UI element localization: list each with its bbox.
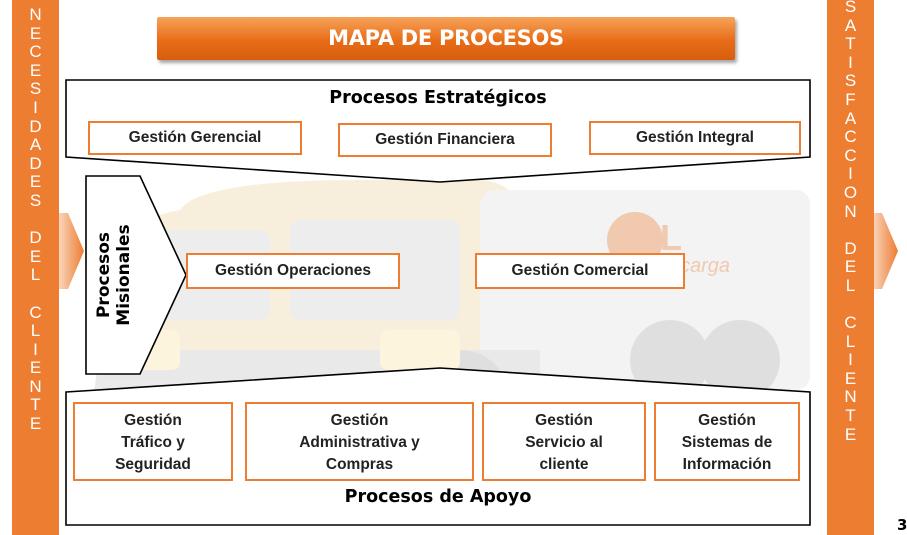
support-item-line: cliente	[539, 455, 589, 473]
support-item-line: Gestión	[330, 411, 389, 429]
side-letter: L	[845, 275, 856, 295]
gestion-comercial-box[interactable]: Gestión Comercial	[475, 253, 685, 289]
gestion-gerencial-box[interactable]: Gestión Gerencial	[88, 121, 302, 155]
side-letter: E	[29, 414, 42, 434]
side-letter: S	[29, 190, 42, 210]
side-letter: T	[30, 395, 41, 415]
side-letter: O	[843, 182, 858, 202]
side-letter: L	[30, 265, 41, 285]
side-letter: I	[848, 164, 853, 184]
side-letter: E	[29, 23, 42, 43]
side-letter: E	[844, 368, 857, 388]
gestion-operaciones-box[interactable]: Gestión Operaciones	[186, 253, 400, 289]
side-letter: E	[29, 60, 42, 80]
support-item-line: Gestión	[124, 411, 182, 429]
side-letter: D	[844, 238, 857, 258]
svg-text:OPL: OPL	[608, 217, 682, 258]
side-letter: F	[845, 89, 856, 109]
side-letter: E	[29, 246, 42, 266]
side-letter: S	[844, 0, 857, 16]
title-banner	[157, 17, 735, 60]
side-letter: A	[844, 108, 857, 128]
support-title: Procesos de Apoyo	[344, 487, 532, 507]
svg-text:carga: carga	[680, 255, 730, 277]
gestion-financiera-box[interactable]: Gestión Financiera	[338, 123, 552, 157]
support-item-line: Compras	[325, 455, 394, 473]
missional-title-line1: Procesos	[94, 231, 114, 319]
strategic-title: Procesos Estratégicos	[329, 88, 547, 108]
side-letter: D	[29, 153, 42, 173]
side-letter: N	[844, 201, 857, 221]
side-letter: N	[29, 376, 42, 396]
missional-title-line2: Misionales	[114, 224, 134, 326]
side-letter: S	[29, 79, 42, 99]
side-letter: T	[845, 406, 856, 426]
side-letter: L	[845, 331, 856, 351]
side-letter: I	[848, 52, 853, 72]
support-item-line: Tráfico y	[121, 433, 185, 451]
support-item-line: Gestión	[535, 411, 593, 429]
side-letter: C	[844, 127, 857, 147]
support-item-line: Servicio al	[525, 433, 603, 451]
side-letter: I	[33, 97, 38, 117]
side-letter: I	[33, 339, 38, 359]
side-letter: T	[845, 34, 856, 54]
side-letter: E	[29, 358, 42, 378]
side-letter: N	[29, 5, 42, 24]
gestion-integral-box[interactable]: Gestión Integral	[589, 121, 801, 155]
side-letter: C	[844, 313, 857, 333]
side-letter: E	[29, 172, 42, 192]
page-title: MAPA DE PROCESOS	[328, 26, 564, 50]
side-letter: L	[30, 321, 41, 341]
side-letter: E	[844, 257, 857, 277]
support-item-line: Administrativa y	[299, 433, 420, 451]
support-item-line: Sistemas de	[681, 433, 773, 451]
side-letter: C	[29, 42, 42, 62]
side-letter: I	[848, 350, 853, 370]
side-letter: S	[844, 71, 857, 91]
side-letter: D	[29, 228, 42, 248]
side-letter: A	[844, 15, 857, 35]
left-arrow-icon	[58, 213, 84, 289]
side-letter: N	[844, 387, 857, 407]
side-letter: E	[844, 424, 857, 444]
side-letter: A	[29, 135, 42, 155]
right-arrow-icon	[872, 213, 898, 289]
page-number: 3	[897, 516, 907, 534]
support-item-line: Información	[682, 455, 772, 473]
side-letter: C	[29, 302, 42, 322]
support-item-line: Seguridad	[115, 455, 191, 473]
support-item-line: Gestión	[698, 411, 756, 429]
side-letter: C	[844, 145, 857, 165]
side-letter: D	[29, 116, 42, 136]
